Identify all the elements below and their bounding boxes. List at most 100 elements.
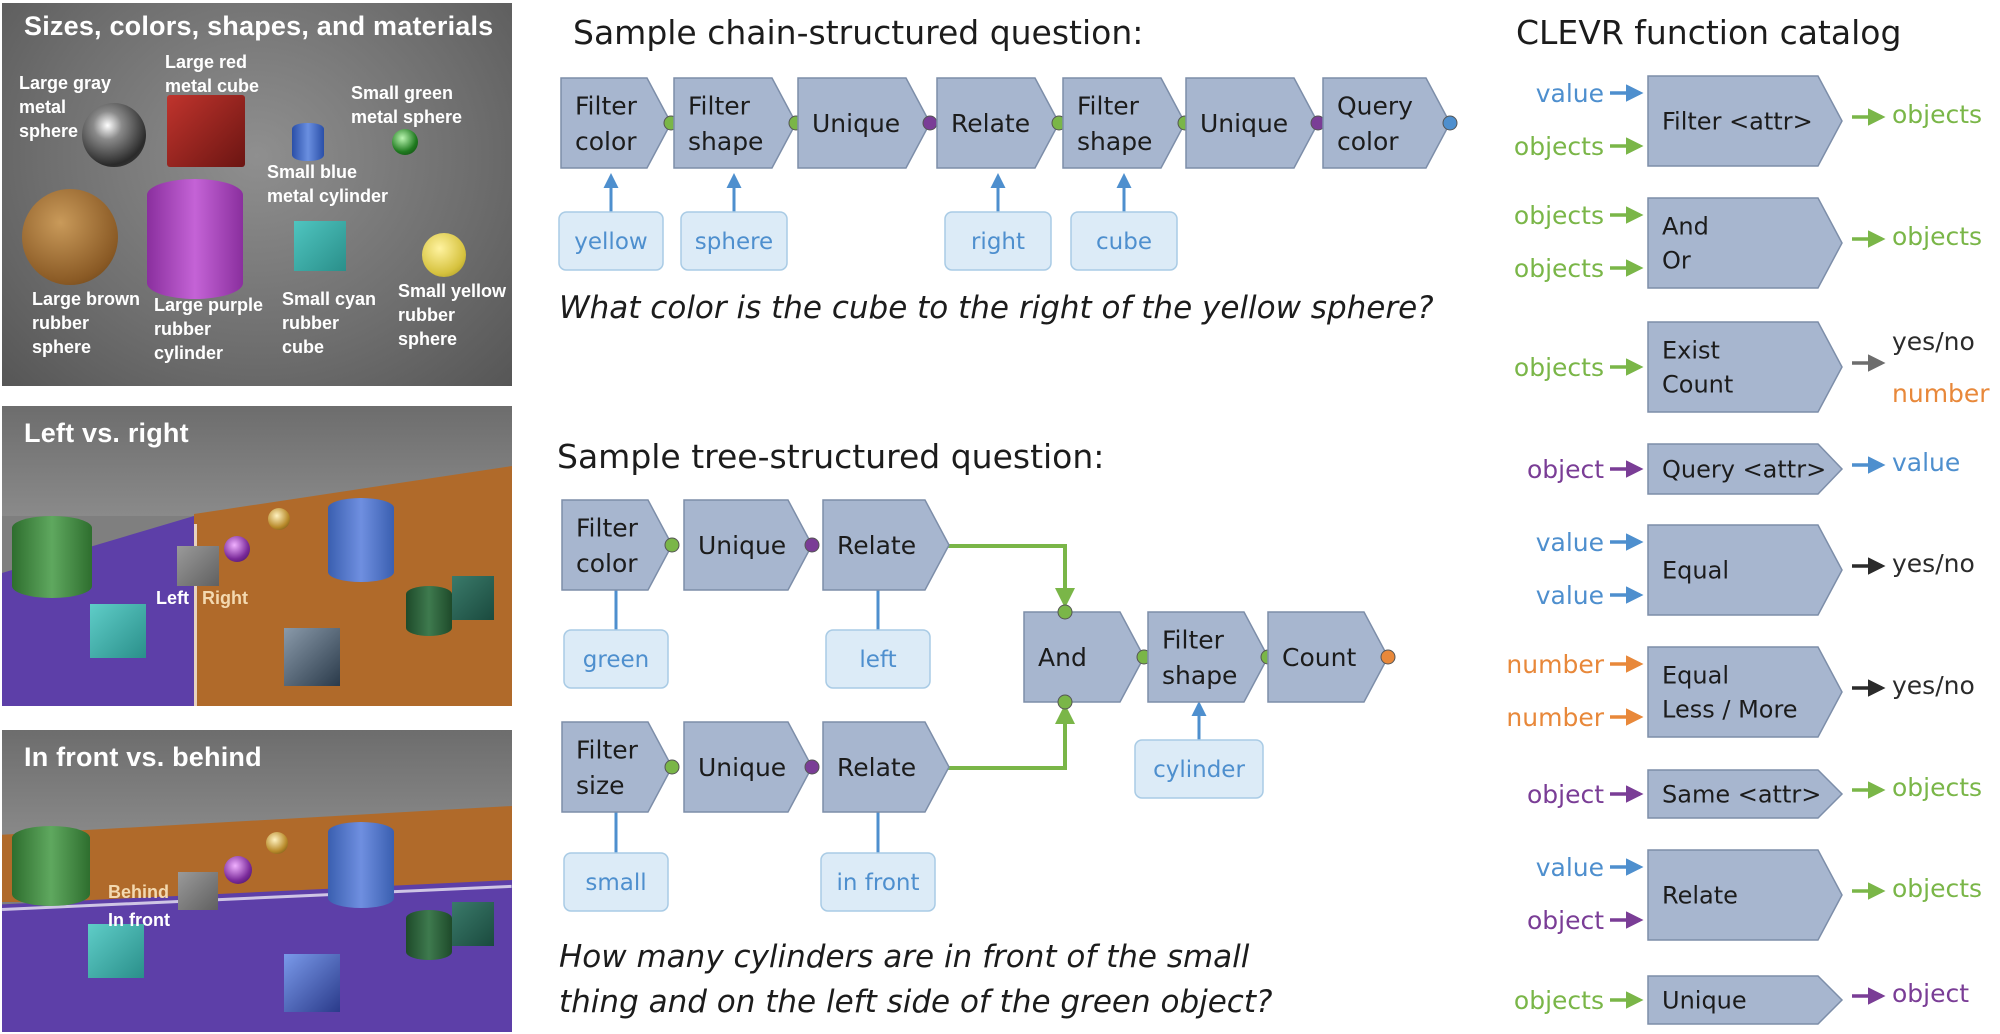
catalog-input-objects: objects bbox=[1514, 254, 1604, 283]
catalog-output-objects: objects bbox=[1892, 222, 1982, 251]
function-label: Filter bbox=[688, 91, 751, 120]
function-label: Unique bbox=[1200, 109, 1288, 138]
function-label: shape bbox=[1162, 661, 1237, 690]
function-box-unique: Unique bbox=[797, 77, 931, 169]
function-box-shape bbox=[797, 77, 931, 169]
behind-label: Behind bbox=[108, 882, 169, 902]
tree-question-line2: thing and on the left side of the green … bbox=[559, 984, 1272, 1020]
label-small-cyan-rubber-cube: Small cyan rubber cube bbox=[282, 289, 377, 357]
divider-line bbox=[194, 524, 197, 706]
purple-sphere bbox=[224, 856, 252, 884]
green-cylinder bbox=[12, 516, 92, 598]
catalog-title: CLEVR function catalog bbox=[1516, 13, 1901, 52]
tree-heading: Sample tree-structured question: bbox=[557, 437, 1104, 476]
function-box-and: And bbox=[1023, 611, 1145, 703]
function-box-shape bbox=[822, 499, 950, 591]
attributes-panel: Sizes, colors, shapes, and materials Lar… bbox=[2, 3, 512, 386]
function-box-shape bbox=[683, 499, 813, 591]
input-box-shape bbox=[1070, 211, 1178, 271]
label-small-blue-metal-cylinder: Small blue metal cylinder bbox=[267, 162, 389, 206]
left-right-panel: Left vs. right Left Right bbox=[2, 406, 512, 706]
catalog-row-query-attr: Query <attr> object value bbox=[1527, 443, 1960, 495]
gray-cube bbox=[177, 546, 219, 586]
function-label: Unique bbox=[698, 753, 786, 782]
catalog-input-number: number bbox=[1506, 650, 1604, 679]
left-label: Left bbox=[156, 588, 189, 608]
blue-metal-cylinder bbox=[292, 123, 324, 161]
label-large-purple-rubber-cylinder: Large purple rubber cylinder bbox=[154, 295, 264, 363]
green-cylinder bbox=[12, 826, 90, 906]
input-box-shape bbox=[563, 852, 669, 912]
function-label: Equal bbox=[1662, 557, 1729, 585]
function-box-shape bbox=[1647, 849, 1843, 941]
gold-sphere bbox=[268, 508, 290, 530]
function-box-shape bbox=[683, 721, 813, 813]
catalog-input-objects: objects bbox=[1514, 353, 1604, 382]
function-label: Filter bbox=[575, 91, 638, 120]
front-behind-panel: In front vs. behind Behind In front bbox=[2, 730, 512, 1032]
function-box-shape bbox=[1647, 443, 1844, 495]
function-label: Query <attr> bbox=[1662, 456, 1826, 484]
purple-sphere bbox=[224, 536, 250, 562]
input-label: right bbox=[971, 229, 1025, 255]
connector-dot bbox=[664, 537, 680, 553]
function-label: Count bbox=[1282, 643, 1356, 672]
function-label: size bbox=[576, 771, 624, 800]
catalog-output-objects: objects bbox=[1892, 100, 1982, 129]
catalog-input-object: object bbox=[1527, 455, 1604, 484]
function-label: Filter bbox=[576, 513, 639, 542]
label-large-red-metal-cube: Large red metal cube bbox=[165, 52, 260, 96]
label-small-yellow-rubber-sphere: Small yellow rubber sphere bbox=[398, 281, 507, 349]
right-label: Right bbox=[202, 588, 248, 608]
function-box-shape bbox=[1647, 975, 1844, 1025]
catalog-input-number: number bbox=[1506, 703, 1604, 732]
function-label: Equal bbox=[1662, 662, 1729, 690]
steel-cube bbox=[284, 628, 340, 686]
function-box-unique: Unique bbox=[1647, 975, 1844, 1025]
input-label: cube bbox=[1096, 229, 1152, 255]
function-box-shape bbox=[560, 77, 672, 169]
function-box-shape bbox=[1647, 524, 1843, 616]
function-box-shape bbox=[1023, 611, 1145, 703]
catalog-output-object: object bbox=[1892, 979, 1969, 1008]
function-catalog: Filter <attr>valueobjectsobjectsAndOrobj… bbox=[1506, 75, 1990, 1025]
connector-dot bbox=[804, 759, 820, 775]
function-box-relate: Relate bbox=[1647, 849, 1843, 941]
input-box-left: left bbox=[825, 629, 931, 689]
input-box-shape bbox=[944, 211, 1052, 271]
dark-green-cylinder bbox=[406, 910, 452, 960]
function-label: Less / More bbox=[1662, 696, 1798, 724]
function-label: Relate bbox=[1662, 882, 1738, 910]
function-label: color bbox=[1337, 127, 1399, 156]
chain-heading: Sample chain-structured question: bbox=[573, 13, 1143, 52]
input-box-small: small bbox=[563, 852, 669, 912]
green-metal-sphere bbox=[392, 129, 418, 155]
input-label: yellow bbox=[574, 229, 647, 255]
catalog-input-object: object bbox=[1527, 780, 1604, 809]
catalog-input-value: value bbox=[1536, 79, 1604, 108]
catalog-output-objects: objects bbox=[1892, 773, 1982, 802]
input-box-cylinder: cylinder bbox=[1134, 739, 1264, 799]
attributes-panel-title: Sizes, colors, shapes, and materials bbox=[24, 11, 494, 41]
function-label: shape bbox=[1077, 127, 1152, 156]
catalog-output-value: value bbox=[1892, 448, 1960, 477]
connector-dot bbox=[922, 115, 938, 131]
function-label: color bbox=[575, 127, 637, 156]
function-box-count: Count bbox=[1267, 611, 1389, 703]
label-large-gray-metal-sphere: Large gray metal sphere bbox=[19, 73, 112, 141]
gold-sphere bbox=[266, 832, 288, 854]
input-box-shape bbox=[680, 211, 788, 271]
function-label: Query bbox=[1337, 91, 1413, 120]
in-front-label: In front bbox=[108, 910, 170, 930]
cyan-rubber-cube bbox=[294, 221, 346, 271]
function-label: Relate bbox=[951, 109, 1030, 138]
catalog-input-value: value bbox=[1536, 853, 1604, 882]
